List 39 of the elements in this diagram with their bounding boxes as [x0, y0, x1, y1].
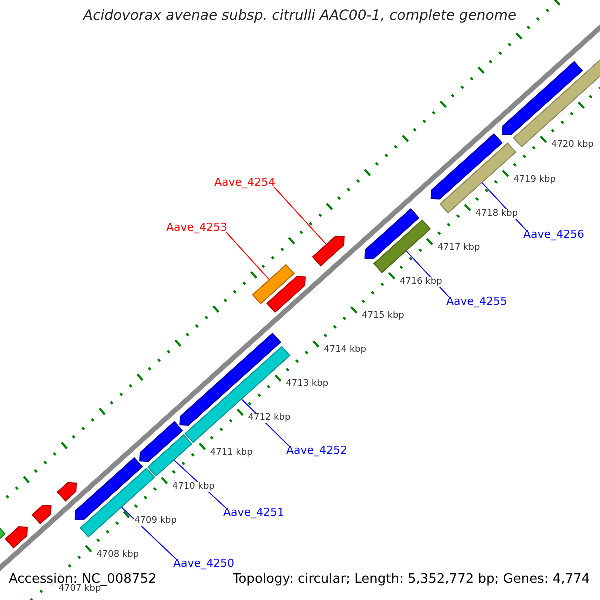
tick-label: 4707 kbp: [58, 584, 102, 594]
gene-feature: [140, 421, 184, 462]
gene-label: Aave_4254: [214, 176, 276, 188]
tick-label: 4716 kbp: [398, 276, 444, 287]
genome-summary-text: Topology: circular; Length: 5,352,772 bp; Genes: 4,774: [233, 572, 590, 586]
tick-label: 4719 kbp: [512, 174, 557, 185]
gene-feature: [266, 276, 306, 314]
tick-label: 4718 kbp: [474, 208, 520, 219]
tick-label: 4708 kbp: [96, 550, 140, 560]
tick-label: 4717 kbp: [436, 242, 482, 253]
gene-feature: [502, 61, 584, 136]
gene-feature: [373, 220, 432, 274]
gene-feature: [364, 208, 420, 260]
gene-feature: [430, 133, 503, 200]
tick-label: 4720 kbp: [550, 140, 595, 150]
gene-label: Aave_4252: [286, 444, 348, 456]
gene-feature: [513, 60, 600, 148]
gene-feature: [32, 505, 52, 525]
gene-feature: [56, 482, 78, 502]
gene-feature: [312, 236, 345, 267]
gene-label: Aave_4250: [174, 556, 235, 570]
gene-feature: [80, 468, 156, 538]
tick-label: 4715 kbp: [360, 311, 406, 322]
gene-label: Aave_4253: [166, 220, 228, 234]
gene-feature: [148, 434, 193, 477]
gene-label: Aave_4251: [224, 506, 285, 518]
tick-label: 4710 kbp: [171, 482, 216, 492]
tick-label: 4713 kbp: [285, 379, 330, 390]
leader-line: [274, 186, 327, 245]
gene-feature: [4, 526, 28, 549]
tick-label: 4712 kbp: [247, 413, 292, 424]
gene-feature: [252, 264, 295, 305]
tick-label: 4714 kbp: [323, 345, 368, 356]
title: Acidovorax avenae subsp. citrulli AAC00-1, complete genome: [84, 8, 517, 24]
gene-label: Aave_4255: [446, 294, 508, 308]
tick-label: 4709 kbp: [134, 516, 178, 526]
gene-label: Aave_4256: [524, 228, 585, 240]
leader-line: [226, 232, 270, 280]
tick-label: 4711 kbp: [209, 448, 254, 458]
